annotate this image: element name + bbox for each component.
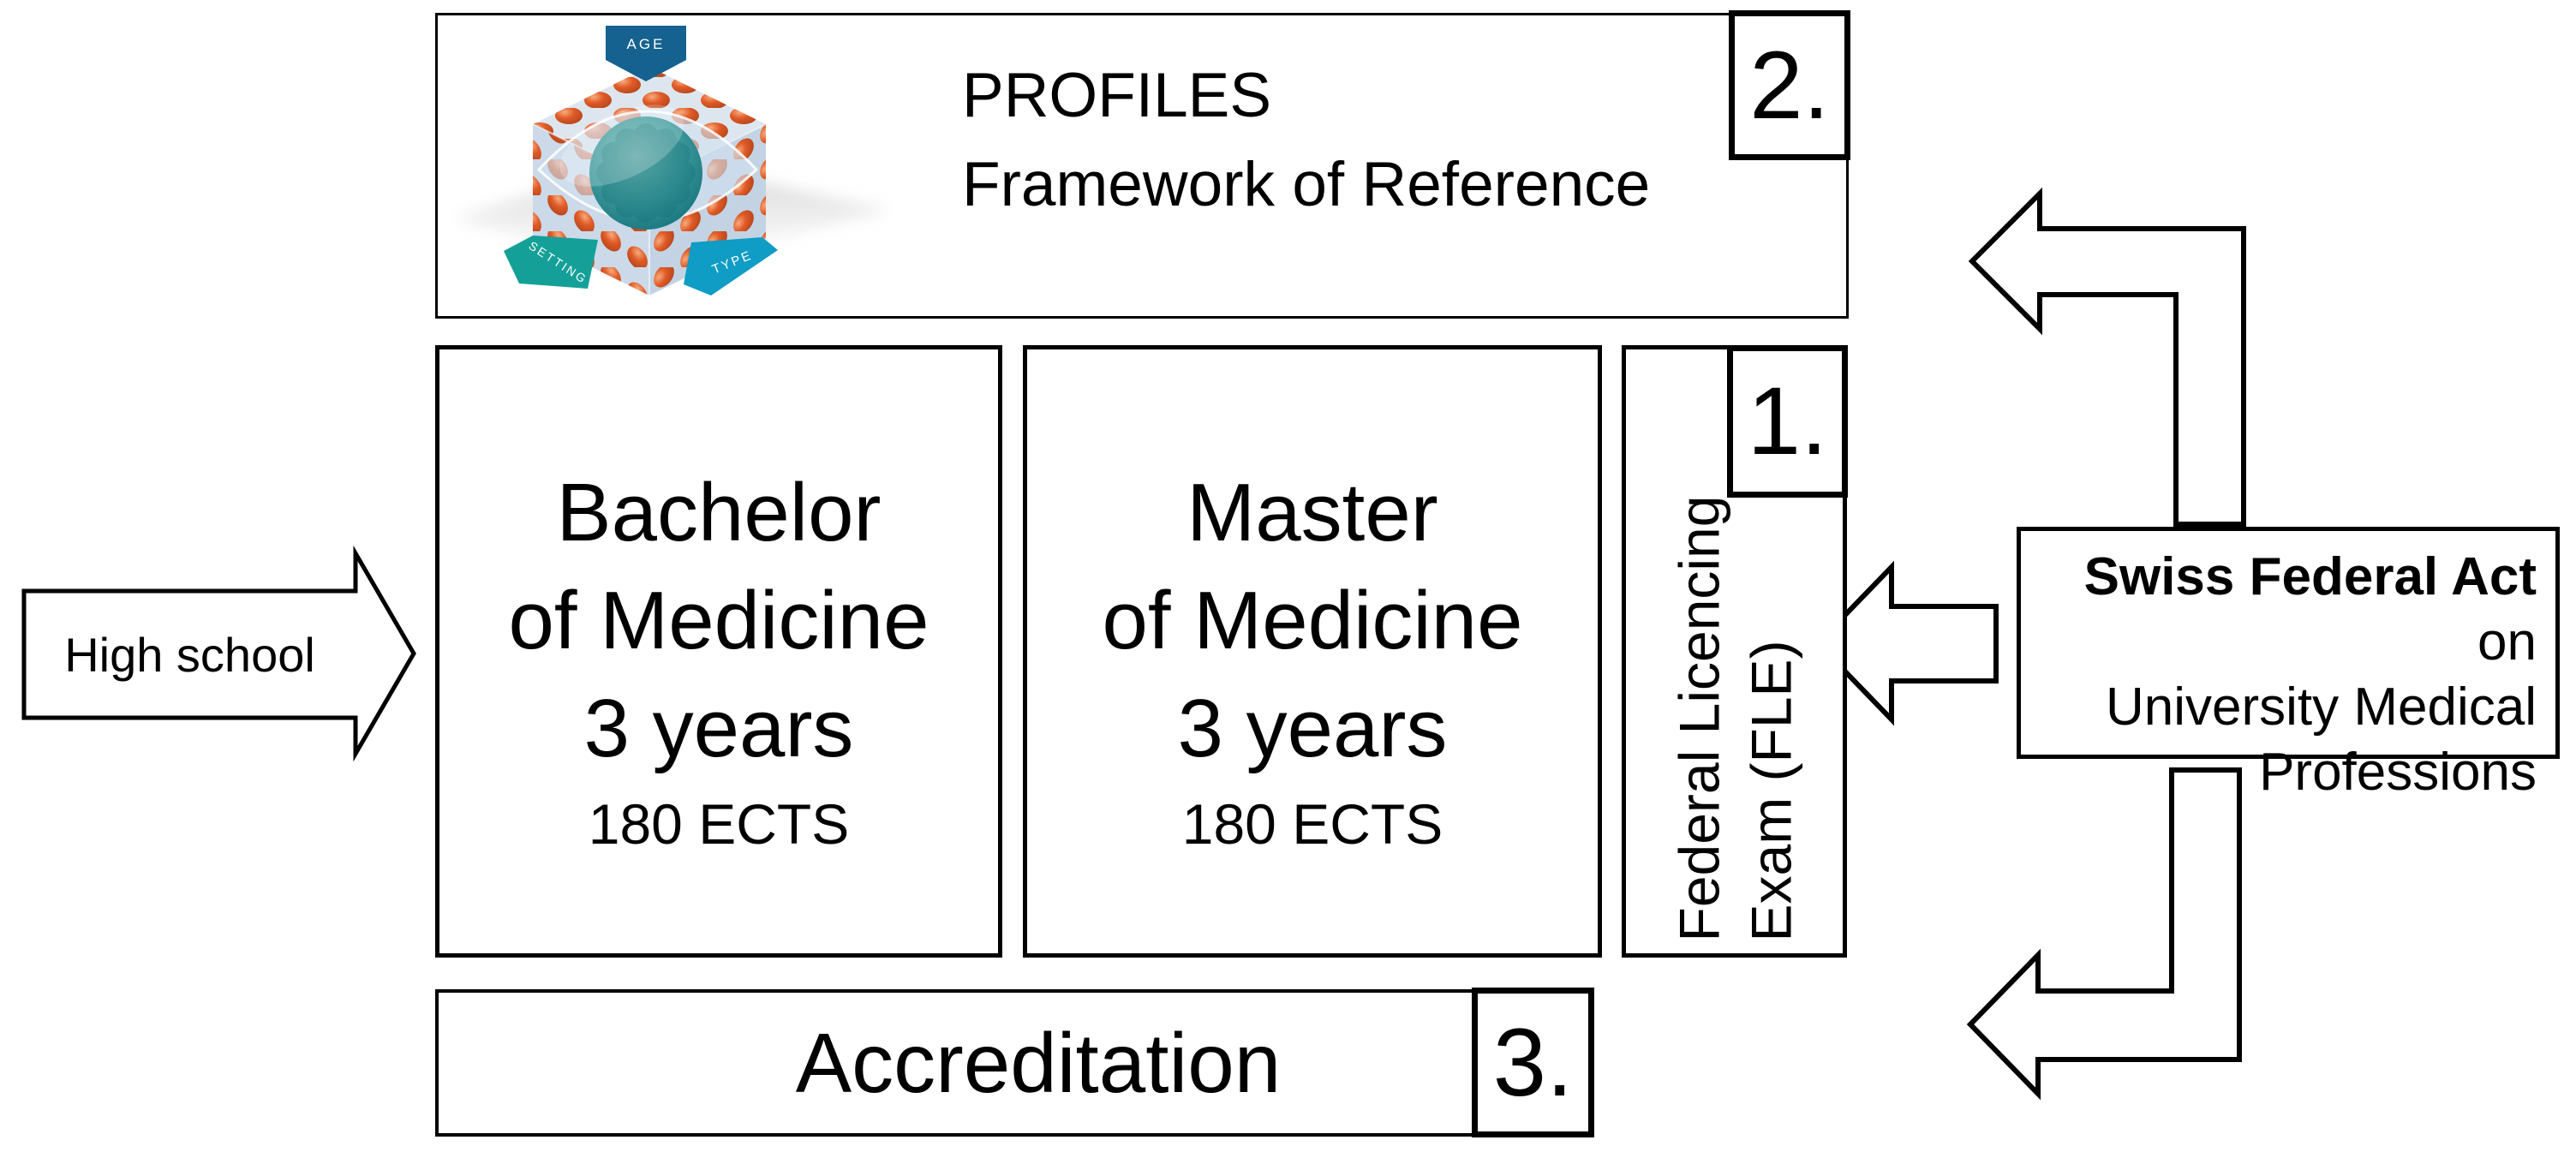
master-line3: 3 years [1177, 683, 1448, 774]
master-line1: Master [1186, 467, 1438, 558]
profiles-subtitle: Framework of Reference [962, 150, 1651, 219]
master-box: Master of Medicine 3 years 180 ECTS [1023, 345, 1602, 958]
swiss-act-line1-bold: Swiss Federal Act [2083, 547, 2537, 606]
arrow-act-to-accreditation [1966, 767, 2242, 1101]
swiss-act-line1: Swiss Federal Act on [2029, 545, 2537, 675]
profiles-title-block: PROFILES Framework of Reference [962, 51, 1650, 230]
logo-sphere [559, 104, 702, 230]
logo-banner-type: TYPE [684, 237, 778, 295]
master-line4: 180 ECTS [1181, 792, 1443, 856]
logo-banner-setting: SETTING [504, 236, 598, 289]
swiss-act-line3: Professions [2259, 743, 2537, 802]
accreditation-label: Accreditation [795, 1015, 1282, 1110]
bachelor-line4: 180 ECTS [588, 792, 850, 856]
fle-line1: Federal Licencing [1666, 495, 1730, 941]
accreditation-box: Accreditation [435, 989, 1594, 1137]
arrow-act-to-profiles [1968, 187, 2246, 527]
high-school-label: High school [64, 627, 315, 682]
step-2-badge: 2. [1729, 10, 1850, 160]
swiss-act-line1-rest: on [2477, 612, 2537, 672]
step-1-number: 1. [1747, 367, 1828, 475]
swiss-act-line2: University Medical [2105, 677, 2537, 737]
master-line2: of Medicine [1102, 575, 1523, 666]
profiles-logo: AGE SETTING TYPE [454, 26, 891, 295]
bachelor-line2: of Medicine [508, 575, 929, 666]
swiss-act-text: Swiss Federal Act on University Medical … [2021, 531, 2555, 802]
step-2-number: 2. [1749, 31, 1830, 139]
bachelor-line1: Bachelor [556, 467, 882, 558]
logo-banner-age: AGE [606, 26, 686, 81]
bachelor-line3: 3 years [583, 683, 854, 774]
arrow-act-to-fle [1814, 560, 1999, 726]
master-text: Master of Medicine 3 years 180 ECTS [1027, 349, 1598, 953]
swiss-act-box: Swiss Federal Act on University Medical … [2017, 527, 2560, 802]
high-school-arrow-shape [21, 545, 416, 762]
age-banner-label: AGE [627, 36, 666, 52]
profiles-box: AGE SETTING TYPE PROFILES Framework of R… [435, 13, 1849, 319]
profiles-title: PROFILES [962, 61, 1272, 130]
step-3-number: 3. [1492, 1008, 1574, 1116]
step-1-badge: 1. [1727, 345, 1848, 498]
step-3-badge: 3. [1472, 988, 1594, 1137]
bachelor-text: Bachelor of Medicine 3 years 180 ECTS [439, 349, 998, 953]
bachelor-box: Bachelor of Medicine 3 years 180 ECTS [435, 345, 1002, 958]
